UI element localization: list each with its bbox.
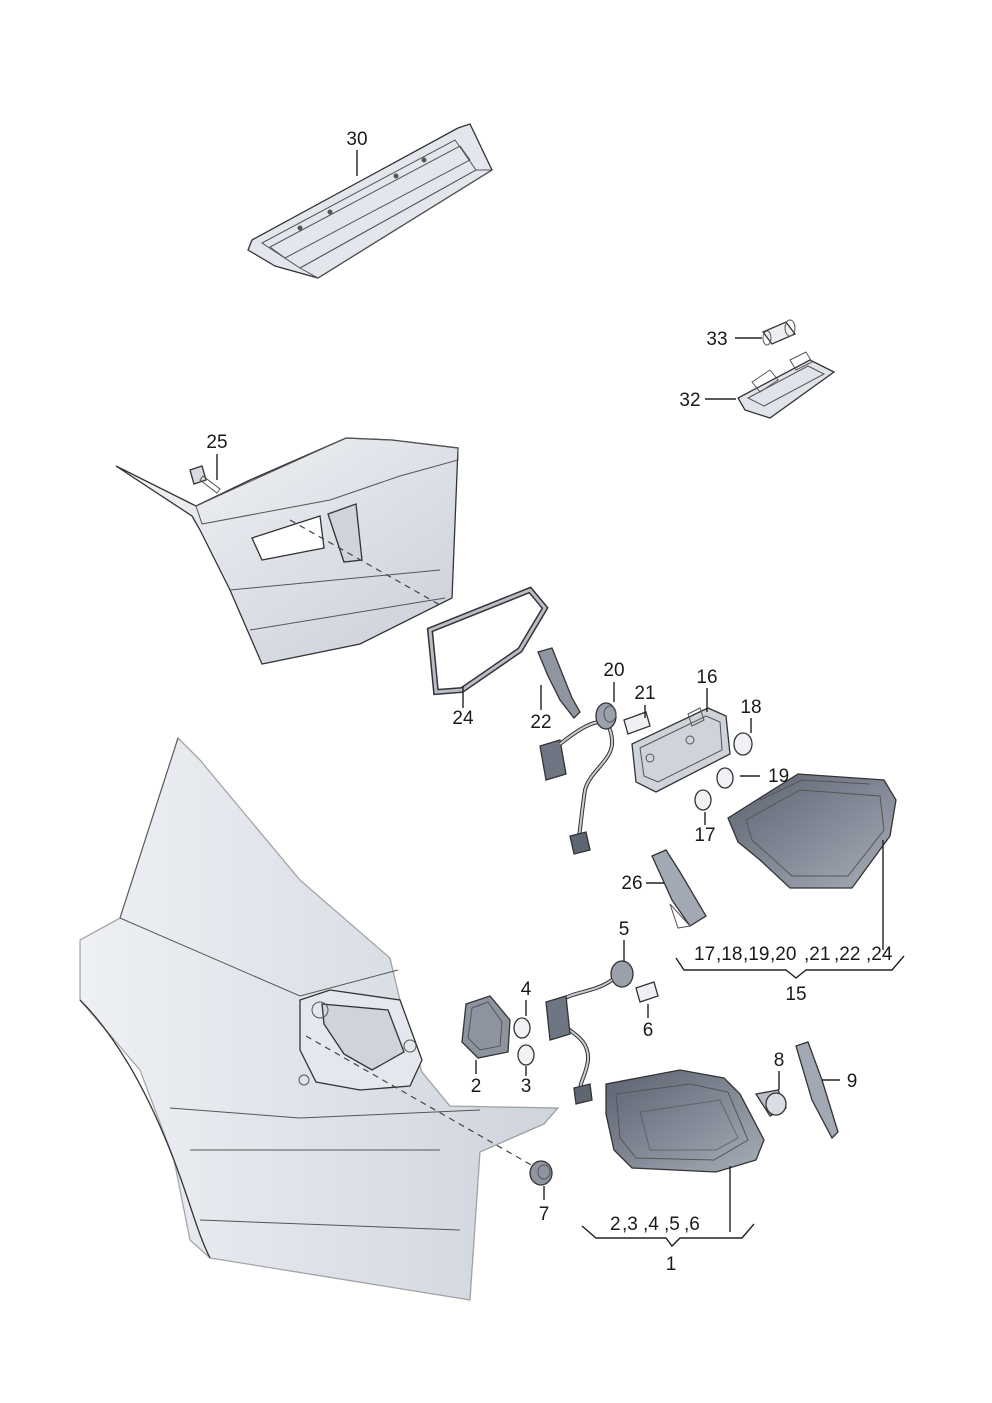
bulb-carrier-16 <box>631 707 731 793</box>
callout-22: 22 <box>530 712 551 733</box>
callout-24: 24 <box>452 708 474 729</box>
bulb-4 <box>513 1017 531 1039</box>
callout-4: 4 <box>521 979 532 1000</box>
grommet-7 <box>529 1160 553 1186</box>
outer-tail-light-1 <box>605 1069 765 1173</box>
group1-member-4: ,4 <box>643 1214 659 1235</box>
group1-member-6: ,6 <box>684 1214 700 1235</box>
callout-5: 5 <box>619 919 630 940</box>
socket-20 <box>595 702 617 730</box>
bulb-6 <box>635 981 659 1003</box>
callout-7: 7 <box>539 1204 550 1225</box>
quarter-panel-body <box>79 736 560 1301</box>
bulb-21 <box>623 711 651 735</box>
callout-26: 26 <box>621 873 642 894</box>
plate-lamp-32 <box>737 351 836 419</box>
callout-8: 8 <box>774 1050 785 1071</box>
gasket-24 <box>426 586 549 696</box>
group15-number: 15 <box>785 984 806 1005</box>
callout-9: 9 <box>847 1071 858 1092</box>
trim-strip-30 <box>247 123 494 279</box>
group15-member-19: ,19 <box>743 944 769 965</box>
harness-22 <box>537 647 615 855</box>
callout-25: 25 <box>206 432 227 453</box>
trim-strip-26 <box>651 849 707 929</box>
bracket-1 <box>581 1223 755 1248</box>
bulb-33 <box>761 319 797 346</box>
group1-member-5: ,5 <box>664 1214 680 1235</box>
callout-18: 18 <box>740 697 761 718</box>
bulb-3 <box>517 1044 535 1066</box>
callout-19: 19 <box>768 766 789 787</box>
group15-member-20: ,20 <box>770 944 796 965</box>
group15-member-17: 17 <box>694 944 715 965</box>
callout-32: 32 <box>679 390 700 411</box>
trunk-lid-body <box>115 437 459 665</box>
assembly-line-fender <box>305 1035 541 1171</box>
bulb-17 <box>694 789 712 811</box>
bolt-25 <box>189 465 221 494</box>
group15-member-22: ,22 <box>834 944 860 965</box>
callout-30: 30 <box>346 129 367 150</box>
group1-member-3: ,3 <box>622 1214 638 1235</box>
inner-tail-light-15 <box>727 773 897 889</box>
callout-2: 2 <box>471 1076 482 1097</box>
callout-21: 21 <box>634 683 655 704</box>
group1-member-2: 2 <box>610 1214 621 1235</box>
group15-member-18: ,18 <box>716 944 742 965</box>
group15-member-21: ,21 <box>804 944 830 965</box>
bulb-19 <box>716 767 734 789</box>
group15-member-24: ,24 <box>866 944 893 965</box>
bulb-carrier-2 <box>461 995 511 1059</box>
harness-5 <box>545 960 634 1105</box>
group1-number: 1 <box>666 1254 677 1275</box>
callout-17: 17 <box>694 825 715 846</box>
callout-20: 20 <box>603 660 624 681</box>
callout-3: 3 <box>521 1076 532 1097</box>
callout-16: 16 <box>696 667 717 688</box>
screw-8 <box>754 1089 787 1117</box>
bracket-15 <box>675 955 905 979</box>
bulb-18 <box>733 732 753 756</box>
callout-33: 33 <box>706 329 727 350</box>
callout-6: 6 <box>643 1020 654 1041</box>
assembly-line-lid <box>289 519 441 606</box>
trim-9 <box>795 1041 839 1140</box>
